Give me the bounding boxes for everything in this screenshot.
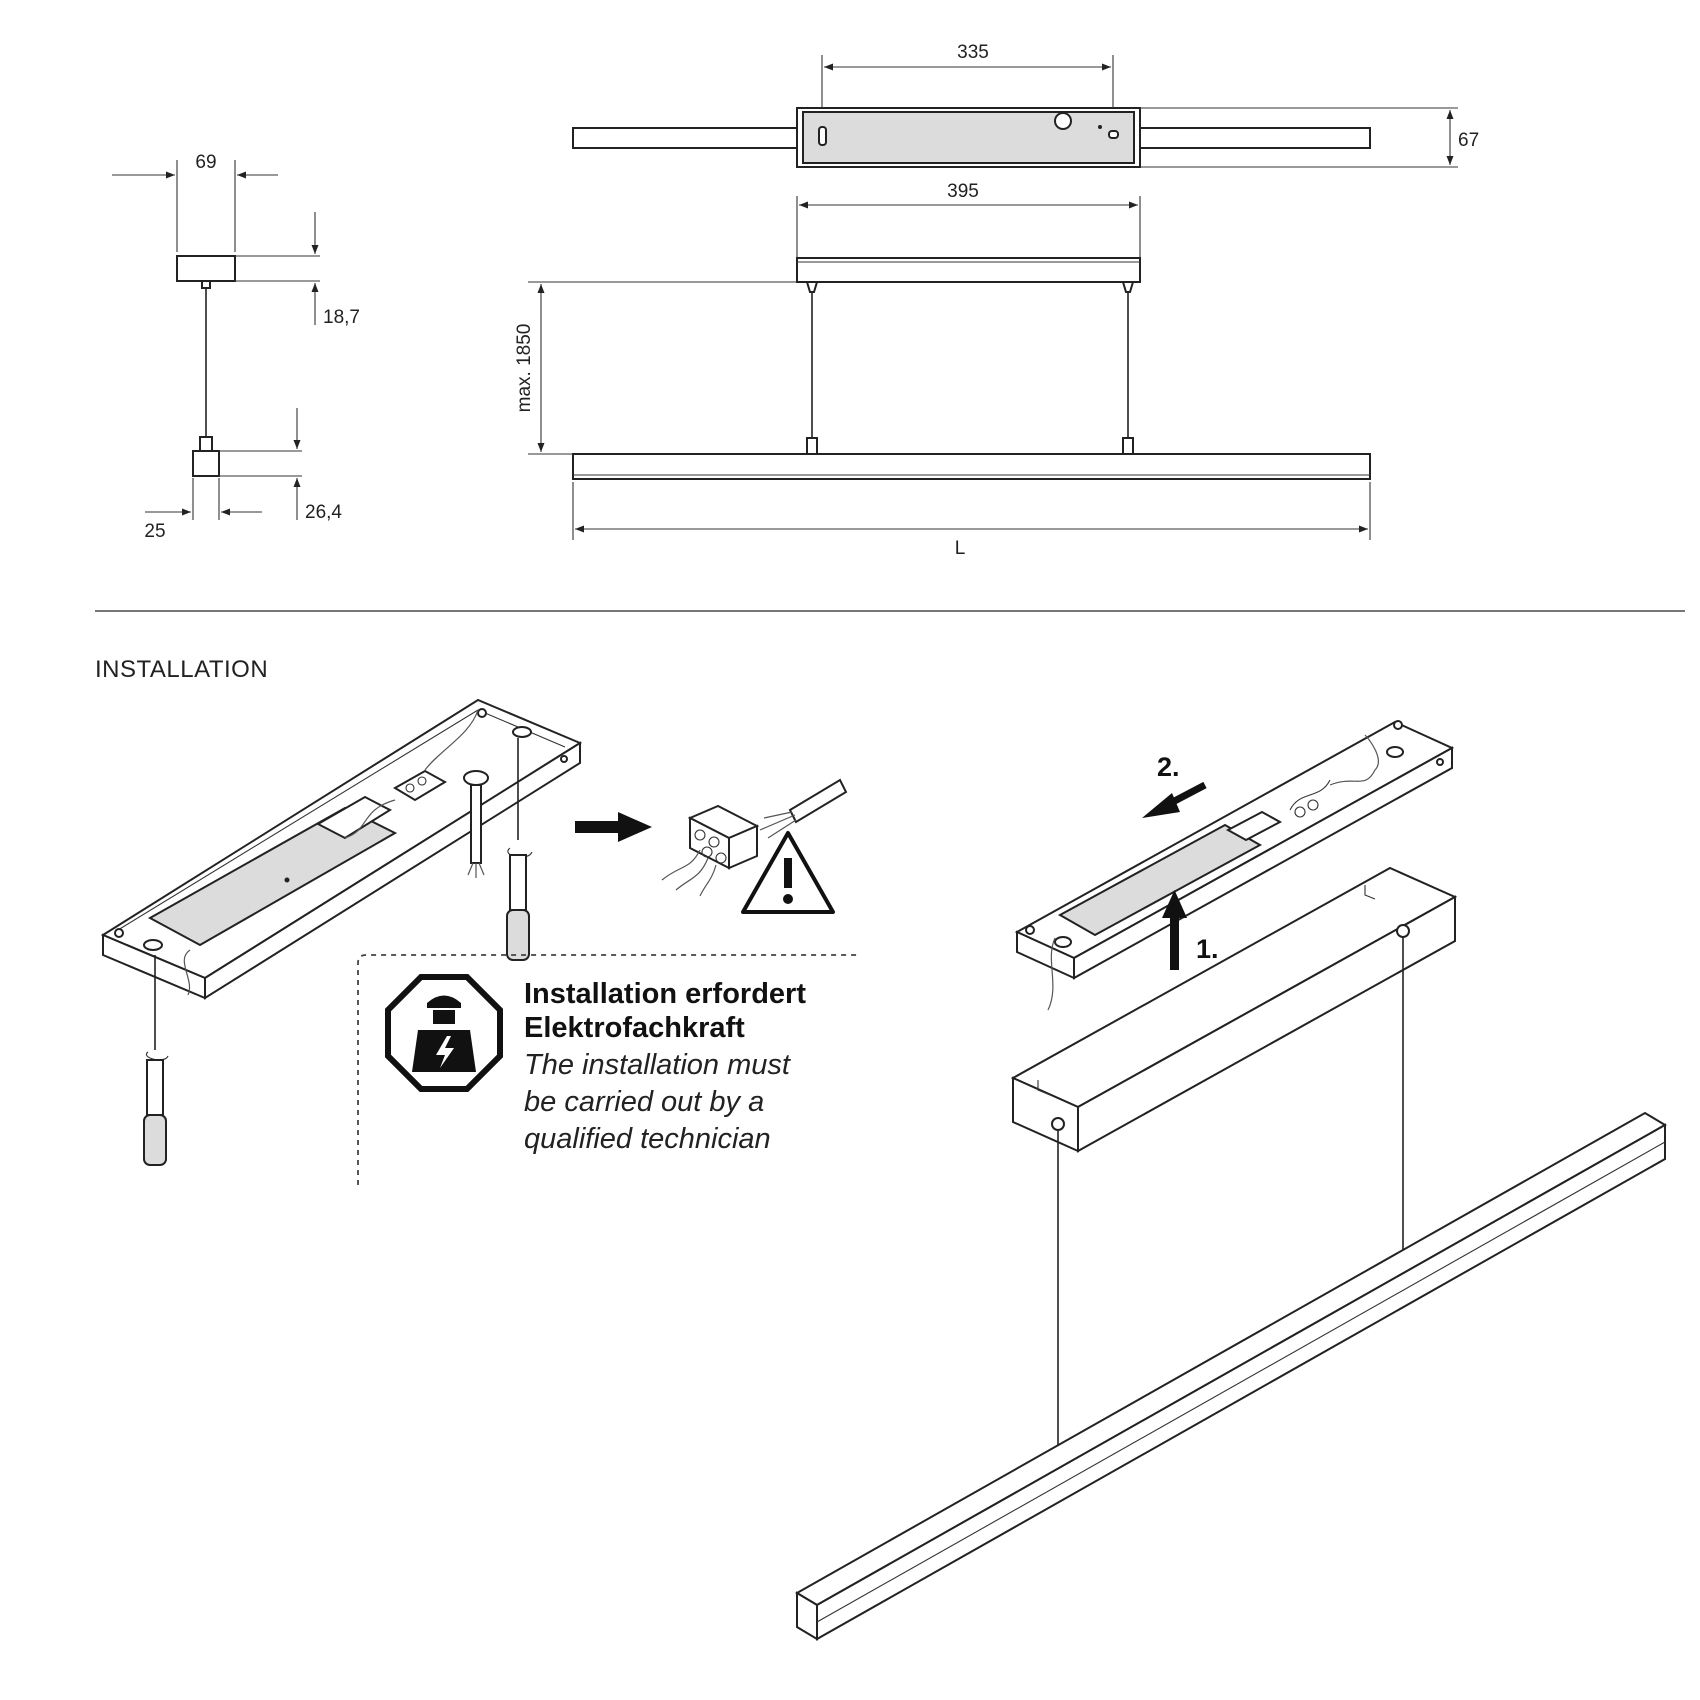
arrow-right-icon: [575, 812, 652, 842]
dim-25: 25: [144, 521, 165, 542]
dim-18-7: 18,7: [323, 307, 360, 328]
notice-frame: [357, 954, 860, 1185]
dim-max-1850: max. 1850: [514, 324, 535, 413]
arrow-up-icon: [1162, 890, 1187, 970]
step-1-label: 1.: [1196, 934, 1219, 964]
side-profile: [192, 450, 220, 477]
arrow-left-icon: [1142, 781, 1207, 818]
dim-67: 67: [1458, 130, 1479, 151]
dim-395: 395: [947, 181, 979, 202]
step-2-label: 2.: [1157, 752, 1180, 782]
dim-69: 69: [195, 152, 216, 173]
electrician-warning-icon: [385, 974, 503, 1092]
dim-26-4: 26,4: [305, 502, 342, 523]
side-view: 69 18,7 26,4 25: [112, 152, 360, 542]
notice-en-line1: The installation must: [524, 1049, 792, 1081]
dim-335: 335: [957, 42, 989, 63]
notice-de-line1: Installation erfordert: [524, 978, 806, 1010]
top-canopy-plate: [802, 111, 1135, 164]
caution-triangle-icon: [741, 831, 835, 914]
notice-en-line3: qualified technician: [524, 1123, 771, 1155]
side-canopy: [176, 255, 236, 282]
installation-heading: INSTALLATION: [95, 656, 268, 683]
terminal-block-illustration: [661, 778, 848, 897]
notice-de-line2: Elektrofachkraft: [524, 1012, 745, 1044]
top-view: 335 67: [572, 42, 1479, 168]
final-assembly-illustration: [795, 720, 1667, 1641]
mounting-plate-illustration: [100, 698, 583, 1166]
front-view: 395 max. 1850 L: [514, 181, 1371, 559]
dim-l: L: [955, 538, 966, 559]
notice-en-line2: be carried out by a: [524, 1086, 764, 1118]
